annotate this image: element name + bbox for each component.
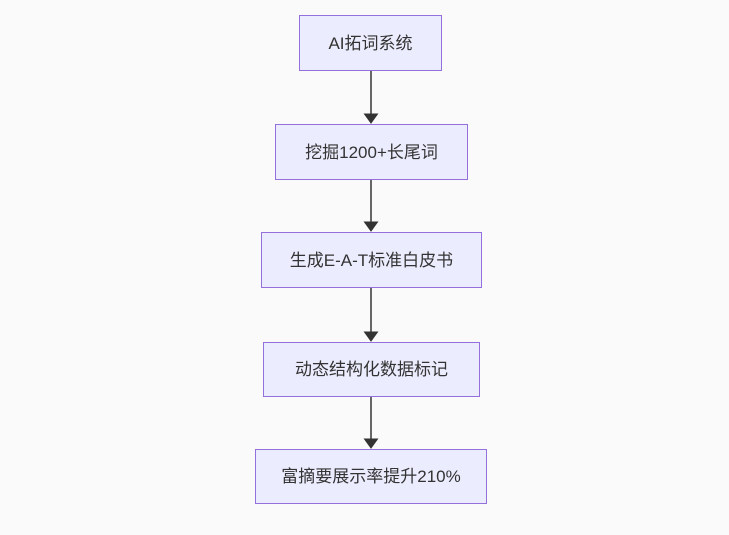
flow-node-structured-data: 动态结构化数据标记 bbox=[263, 342, 480, 397]
arrowhead-icon bbox=[363, 438, 379, 449]
edge-1-to-2 bbox=[363, 71, 379, 124]
flow-node-label: 生成E-A-T标准白皮书 bbox=[289, 250, 454, 270]
flow-node-ai-word-system: AI拓词系统 bbox=[299, 15, 442, 71]
arrowhead-icon bbox=[363, 113, 379, 124]
edge-4-to-5 bbox=[363, 397, 379, 449]
edge-2-to-3 bbox=[363, 180, 379, 232]
edge-3-to-4 bbox=[363, 288, 379, 342]
flow-node-label: 动态结构化数据标记 bbox=[295, 360, 448, 379]
arrowhead-icon bbox=[363, 221, 379, 232]
flow-node-label: 挖掘1200+长尾词 bbox=[305, 142, 438, 162]
flow-node-rich-snippet-result: 富摘要展示率提升210% bbox=[255, 449, 487, 504]
arrowhead-icon bbox=[363, 331, 379, 342]
flow-node-label: AI拓词系统 bbox=[328, 33, 413, 53]
flow-node-eat-whitepaper: 生成E-A-T标准白皮书 bbox=[261, 232, 482, 288]
flow-node-longtail-mining: 挖掘1200+长尾词 bbox=[275, 124, 468, 180]
flow-node-label: 富摘要展示率提升210% bbox=[281, 467, 461, 486]
